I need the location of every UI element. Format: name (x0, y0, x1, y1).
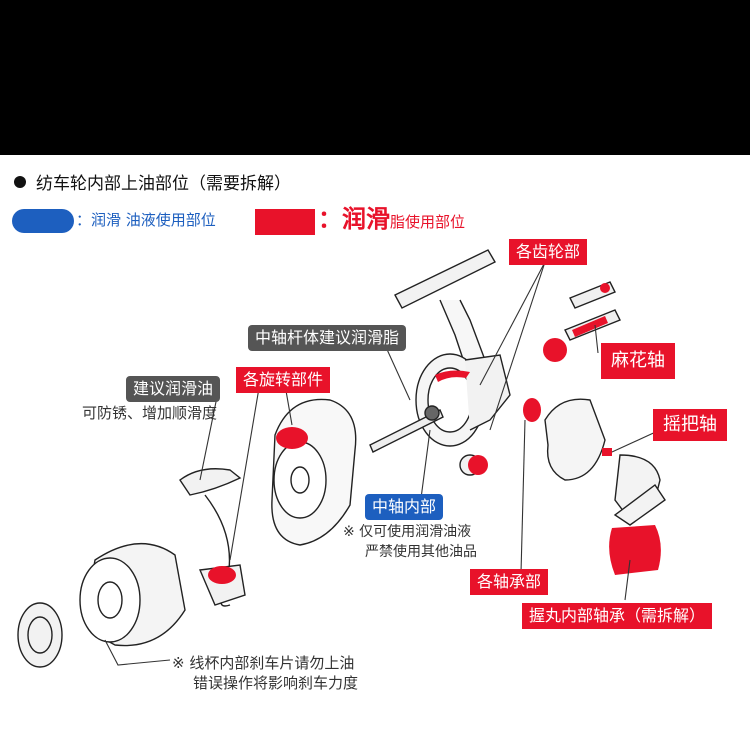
label-twist-shaft: 麻花轴 (601, 343, 675, 379)
gear-housing (464, 354, 511, 431)
black-header-bar (0, 0, 750, 155)
grease-spot-small-gear (468, 455, 488, 475)
label-handle-shaft: 摇把轴 (653, 409, 727, 441)
page-title: 纺车轮内部上油部位（需要拆解） (14, 176, 291, 193)
grease-spot-gear-top (543, 338, 567, 362)
grease-spot-rotor-gear (435, 370, 470, 382)
grease-legend-big: ：润滑 (318, 205, 390, 233)
label-gears: 各齿轮部 (509, 239, 588, 265)
grease-legend-swatch (255, 209, 315, 235)
label-shaft-inner: 中轴内部 (365, 494, 444, 520)
bullet-dot-icon (14, 176, 26, 188)
grease-spot-rotor (276, 427, 308, 449)
label-oil-suggest: 建议润滑油 (126, 376, 221, 402)
grease-legend-small: 脂使用部位 (390, 213, 466, 231)
main-shaft (369, 409, 444, 453)
oil-legend-swatch (12, 209, 74, 233)
handle-arm (613, 483, 666, 526)
drag-knob (17, 602, 63, 668)
grease-spot-handle (602, 448, 612, 456)
grease-spot-bearing (523, 398, 541, 422)
oil-legend-label: ：润滑 油液使用部位 (76, 211, 216, 229)
bail-arm (179, 468, 242, 496)
reel-foot (394, 249, 496, 309)
note-oil-only-1: ※ 仅可使用润滑油液 (343, 524, 472, 540)
grease-spot-pinion (600, 283, 610, 293)
note-spool-2: 错误操作将影响刹车力度 (193, 674, 359, 692)
label-rotating-parts: 各旋转部件 (236, 367, 331, 393)
label-knob-bearing: 握丸内部轴承（需拆解） (522, 603, 713, 629)
note-spool-1: ※ 线杯内部刹车片请勿上油 (172, 654, 355, 672)
note-oil-only-2: 严禁使用其他油品 (365, 544, 477, 560)
note-anti-rust: 可防锈、增加顺滑度 (82, 404, 218, 422)
label-bearings: 各轴承部 (470, 569, 549, 595)
grease-spot-twist (572, 316, 608, 337)
label-shaft-body: 中轴杆体建议润滑脂 (248, 325, 407, 351)
page-title-text: 纺车轮内部上油部位（需要拆解） (36, 174, 291, 194)
grease-spot-bail (208, 566, 236, 584)
grease-legend-label: ：润滑脂使用部位 (318, 207, 465, 231)
body-housing (544, 398, 606, 481)
grease-spot-knob (609, 525, 661, 575)
